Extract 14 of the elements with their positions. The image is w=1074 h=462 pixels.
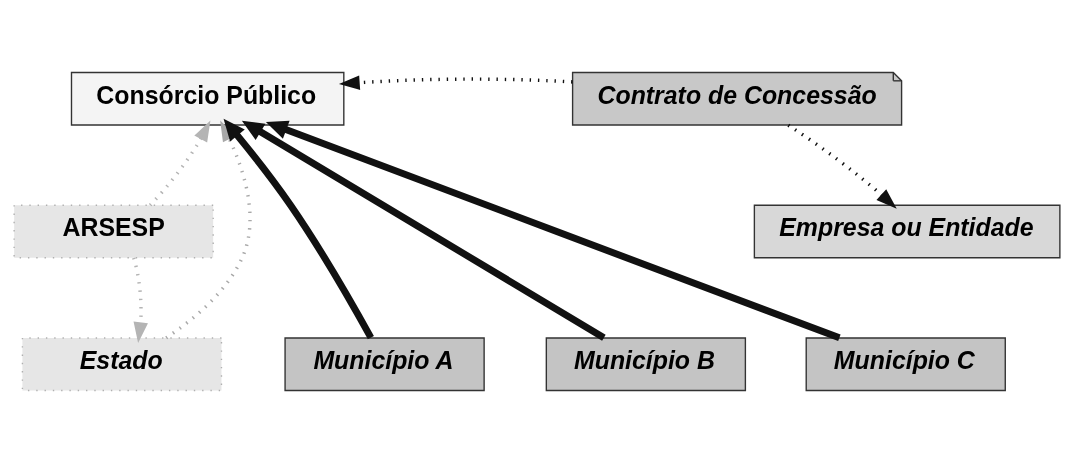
node-box: ARSESP xyxy=(13,204,214,258)
node-box: Estado xyxy=(21,336,223,391)
arrow xyxy=(338,74,573,90)
arrow xyxy=(241,120,606,341)
arrow xyxy=(265,120,841,341)
arrow xyxy=(148,120,211,206)
node-box: Município A xyxy=(284,336,485,391)
node-box: Consórcio Público xyxy=(70,71,345,126)
arrow xyxy=(132,256,148,343)
node-box: Empresa ou Entidade xyxy=(753,204,1061,258)
arrow xyxy=(223,118,374,339)
arrow xyxy=(787,123,897,209)
node-box: Município C xyxy=(805,336,1006,391)
node-box: Município B xyxy=(545,336,747,391)
